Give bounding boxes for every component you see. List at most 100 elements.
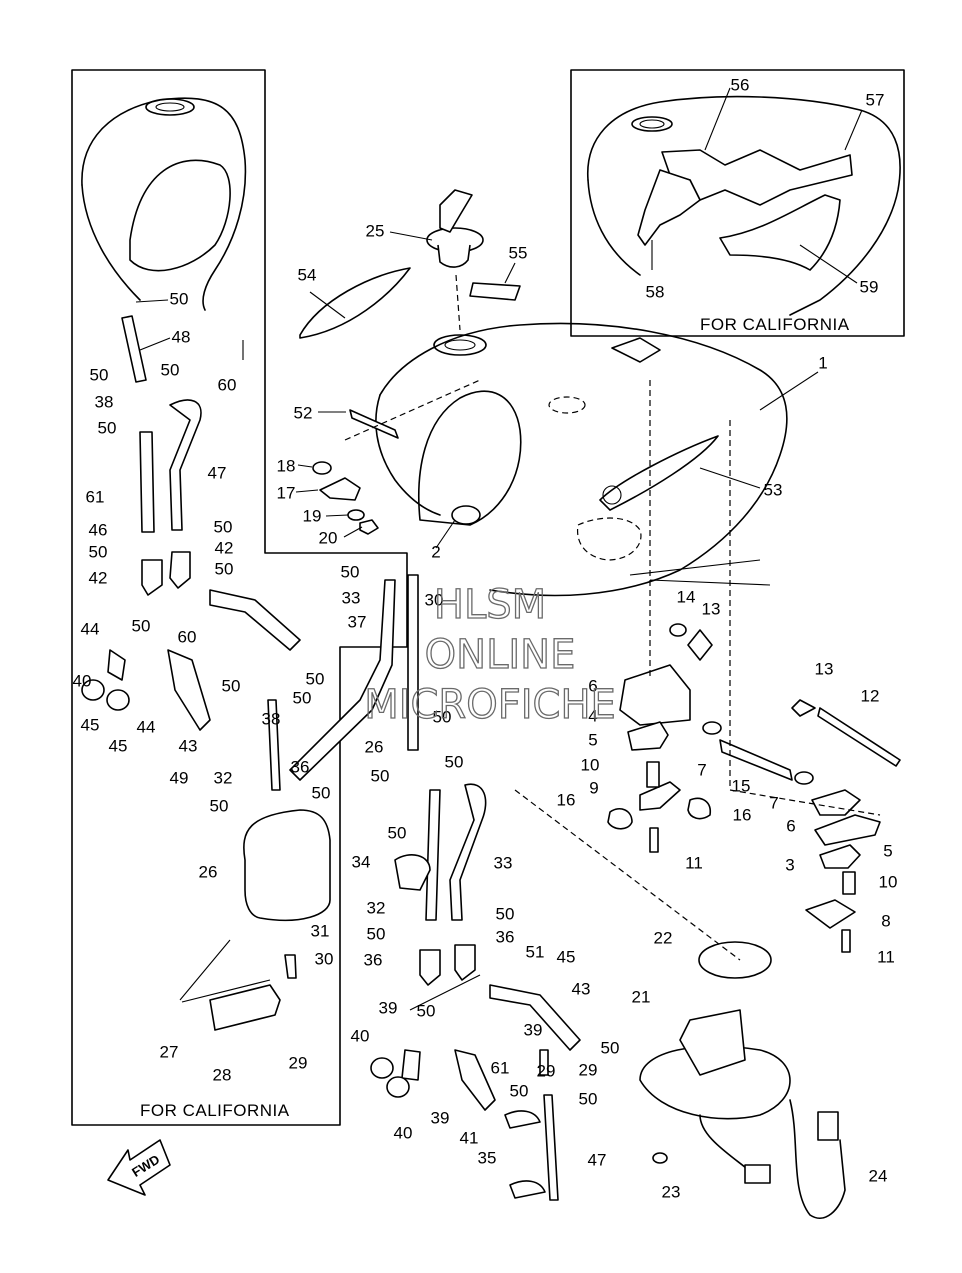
callout-label: 53 — [764, 481, 783, 500]
center-hose-system — [370, 574, 581, 1201]
callout-label: 50 — [601, 1039, 620, 1058]
callout-label: 14 — [677, 588, 696, 607]
callout-label: 50 — [89, 543, 108, 562]
callout-label: 26 — [365, 738, 384, 757]
callout-label: 39 — [379, 999, 398, 1018]
callout-label: 44 — [81, 620, 100, 639]
callout-label: 6 — [588, 677, 597, 696]
callout-label: 50 — [215, 560, 234, 579]
callout-label: 6 — [786, 817, 795, 836]
callout-label: 16 — [557, 791, 576, 810]
callout-label: 50 — [222, 677, 241, 696]
callout-label: 50 — [132, 617, 151, 636]
callout-label: 7 — [769, 794, 778, 813]
callout-label: 61 — [491, 1059, 510, 1078]
callout-label: 42 — [215, 539, 234, 558]
callout-label: 37 — [348, 613, 367, 632]
callout-label: 34 — [352, 853, 371, 872]
assembly-dash-lines — [179, 274, 881, 1011]
callout-label: 50 — [98, 419, 117, 438]
callout-label: 50 — [161, 361, 180, 380]
callout-label: 50 — [371, 767, 390, 786]
callout-label: 39 — [524, 1021, 543, 1040]
callout-label: 10 — [581, 756, 600, 775]
callout-label: 35 — [478, 1149, 497, 1168]
callout-label: 36 — [364, 951, 383, 970]
callout-label: 32 — [367, 899, 386, 918]
callout-label: 22 — [654, 929, 673, 948]
callout-label: 4 — [588, 707, 597, 726]
callout-label: 57 — [866, 91, 885, 110]
callout-label: 29 — [579, 1061, 598, 1080]
callout-label: 40 — [73, 672, 92, 691]
left-canister-system — [81, 97, 396, 1031]
caption-for-california-right: FOR CALIFORNIA — [700, 315, 850, 334]
fuel-tank — [375, 322, 788, 597]
callout-label: 30 — [315, 950, 334, 969]
callout-label: 50 — [293, 689, 312, 708]
callout-label: 1 — [818, 354, 827, 373]
callout-label: 24 — [869, 1167, 888, 1186]
callout-label: 28 — [213, 1066, 232, 1085]
fwd-arrow-icon: FWD — [107, 1139, 171, 1196]
callout-label: 40 — [394, 1124, 413, 1143]
callout-label: 31 — [311, 922, 330, 941]
callout-label: 33 — [494, 854, 513, 873]
callout-label: 39 — [431, 1109, 450, 1128]
nut — [359, 519, 379, 535]
callout-label: 61 — [86, 488, 105, 507]
caution-label — [469, 282, 521, 301]
watermark-line-2: ONLINE — [425, 632, 576, 678]
grommet — [312, 461, 332, 475]
callout-label: 50 — [312, 784, 331, 803]
callout-label: 47 — [588, 1151, 607, 1170]
callout-label: 42 — [89, 569, 108, 588]
callout-labels: 1234556677891010111112131314151616171819… — [73, 76, 898, 1202]
callout-label: 50 — [341, 563, 360, 582]
callout-label: 23 — [662, 1183, 681, 1202]
california-inset-frame-right — [570, 69, 905, 337]
callout-label: 48 — [172, 328, 191, 347]
callout-label: 43 — [179, 737, 198, 756]
callout-label: 38 — [95, 393, 114, 412]
callout-label: 44 — [137, 718, 156, 737]
watermark-line-1: HLSM — [434, 582, 546, 628]
callout-label: 55 — [509, 244, 528, 263]
callout-label: 49 — [170, 769, 189, 788]
callout-label: 20 — [319, 529, 338, 548]
fuel-pump-assembly — [639, 941, 846, 1219]
washer — [347, 509, 365, 521]
callout-label: 15 — [732, 777, 751, 796]
callout-label: 50 — [214, 518, 233, 537]
callout-label: 50 — [170, 290, 189, 309]
callout-label: 38 — [262, 710, 281, 729]
callout-label: 43 — [572, 980, 591, 999]
rear-bracket-assembly — [607, 623, 901, 953]
callout-label: 16 — [733, 806, 752, 825]
callout-label: 50 — [510, 1082, 529, 1101]
callout-label: 50 — [306, 670, 325, 689]
callout-label: 36 — [291, 758, 310, 777]
callout-label: 33 — [342, 589, 361, 608]
callout-label: 50 — [367, 925, 386, 944]
callout-label: 50 — [445, 753, 464, 772]
callout-label: 27 — [160, 1043, 179, 1062]
callout-label: 13 — [815, 660, 834, 679]
callout-label: 3 — [785, 856, 794, 875]
caption-for-california-left: FOR CALIFORNIA — [140, 1101, 290, 1120]
callout-label: 13 — [702, 600, 721, 619]
side-emblem — [299, 267, 411, 339]
breather-tube — [349, 409, 399, 439]
callout-label: 51 — [526, 943, 545, 962]
callout-label: 50 — [496, 905, 515, 924]
callout-label: 52 — [294, 404, 313, 423]
callout-label: 50 — [90, 366, 109, 385]
callout-label: 21 — [632, 988, 651, 1007]
leader-lines — [135, 87, 863, 549]
callout-label: 32 — [214, 769, 233, 788]
callout-label: 58 — [646, 283, 665, 302]
watermark-line-3: MICROFICHE — [364, 682, 616, 728]
callout-label: 41 — [460, 1129, 479, 1148]
callout-label: 45 — [109, 737, 128, 756]
